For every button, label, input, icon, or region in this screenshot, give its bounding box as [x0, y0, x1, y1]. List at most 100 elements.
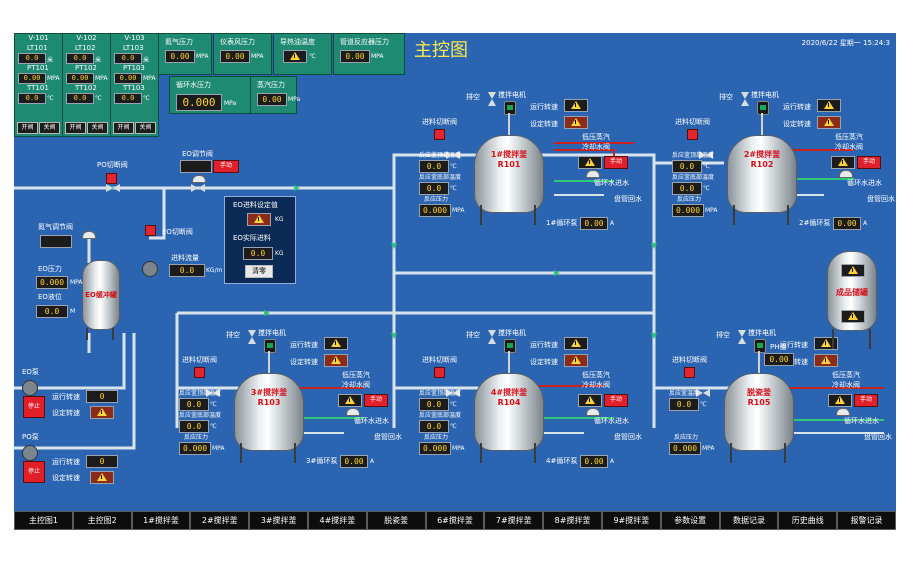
cooling-valve-label: 冷却水阀	[582, 143, 610, 151]
sensor-value: 0.00	[114, 73, 142, 84]
sensor-value: 0.0	[114, 93, 142, 104]
vent-label: 排空	[716, 331, 730, 339]
eo-reg-manual-button[interactable]: 手动	[213, 160, 239, 173]
nav-button-6[interactable]: 4#搅拌釜	[307, 511, 367, 530]
nav-button-8[interactable]: 6#搅拌釜	[425, 511, 485, 530]
cooling-valve-warning-icon-glyph	[345, 396, 355, 404]
open-valve-button[interactable]: 开阀	[113, 122, 134, 134]
agitator-motor-icon[interactable]	[504, 101, 516, 115]
nav-button-7[interactable]: 脱瓷釜	[366, 511, 426, 530]
po-cut-valve[interactable]	[106, 184, 120, 192]
feed-cut-valve[interactable]	[446, 151, 460, 159]
agitator-shaft	[758, 351, 760, 373]
eo-clear-button[interactable]: 清零	[245, 265, 273, 278]
feed-cut-valve-status[interactable]	[434, 367, 445, 378]
cooling-valve-warning-icon	[828, 394, 852, 407]
nav-button-11[interactable]: 9#搅拌釜	[601, 511, 661, 530]
nav-button-4[interactable]: 2#搅拌釜	[190, 511, 250, 530]
nav-button-15[interactable]: 报警记录	[837, 511, 896, 530]
close-valve-button[interactable]: 关阀	[135, 122, 156, 134]
open-valve-button[interactable]: 开阀	[65, 122, 86, 134]
vent-valve[interactable]	[738, 330, 746, 344]
cooling-manual-button[interactable]: 手动	[854, 394, 878, 407]
agitator-motor-icon[interactable]	[757, 101, 769, 115]
cw-in-label: 循环水进水	[847, 179, 882, 187]
product-tank-bottom-warning-icon	[841, 310, 865, 323]
temp2-value: 0.0	[419, 182, 449, 195]
pump-stop-button[interactable]: 停止	[23, 396, 45, 418]
nav-button-12[interactable]: 参数设置	[660, 511, 720, 530]
cooling-manual-button[interactable]: 手动	[364, 394, 388, 407]
cooling-manual-button[interactable]: 手动	[857, 156, 881, 169]
vent-valve[interactable]	[741, 92, 749, 106]
vent-valve[interactable]	[488, 330, 496, 344]
reactor-name: 1#搅拌釜	[490, 150, 528, 159]
nav-button-1[interactable]: 主控图1	[14, 511, 73, 530]
temp-label: 反应釜温度	[669, 390, 700, 397]
feed-cut-valve[interactable]	[696, 389, 710, 397]
run-speed-warning-icon-mark	[335, 341, 336, 345]
nav-button-13[interactable]: 数据记录	[719, 511, 779, 530]
datetime-display: 2020/6/22 星期一 15:24:3	[801, 39, 890, 47]
temp-label: 反应釜顶部温度	[672, 152, 715, 159]
nav-button-14[interactable]: 历史曲线	[778, 511, 838, 530]
feed-cut-valve[interactable]	[446, 389, 460, 397]
feed-cut-valve-status[interactable]	[434, 129, 445, 140]
set-speed-warning-icon-mark	[101, 410, 102, 414]
tank-leg	[534, 443, 536, 463]
nav-button-5[interactable]: 3#搅拌釜	[249, 511, 308, 530]
sensor-label: TT103	[123, 84, 145, 92]
close-valve-button[interactable]: 关阀	[39, 122, 60, 134]
feed-cut-valve-status[interactable]	[684, 367, 695, 378]
nav-button-3[interactable]: 1#搅拌釜	[131, 511, 191, 530]
feed-cut-valve-status[interactable]	[194, 367, 205, 378]
nav-button-9[interactable]: 7#搅拌釜	[484, 511, 544, 530]
product-storage-tank[interactable]: 成品储罐	[827, 251, 877, 331]
eo-reg-valve[interactable]	[191, 184, 205, 192]
temp-label: 反应釜顶部温度	[419, 390, 462, 397]
pump-stop-button[interactable]: 停止	[23, 461, 45, 483]
n2-reg-valve-label: 氮气调节阀	[38, 223, 73, 231]
po-cut-valve-status[interactable]	[106, 173, 117, 184]
temp-unit: ℃	[703, 163, 710, 170]
feed-cut-valve[interactable]	[206, 389, 220, 397]
temp2-value: 0.0	[419, 420, 449, 433]
close-valve-button[interactable]: 关阀	[87, 122, 108, 134]
set-speed-warning-icon-mark	[575, 358, 576, 362]
sensor-value: 0.0	[18, 93, 46, 104]
run-speed-warning-icon-glyph	[821, 339, 831, 347]
agitator-motor-icon[interactable]	[754, 339, 766, 353]
feed-cut-valve-status[interactable]	[687, 129, 698, 140]
sensor-value: 0.0	[18, 53, 46, 64]
product-tank-top-warning-icon	[841, 264, 865, 277]
cooling-valve-warning-icon	[831, 156, 855, 169]
agitator-motor-icon[interactable]	[504, 339, 516, 353]
temp-unit: ℃	[210, 401, 217, 408]
vent-valve[interactable]	[488, 92, 496, 106]
cooling-manual-button[interactable]: 手动	[604, 156, 628, 169]
sensor-value: 0.00	[18, 73, 46, 84]
temp-unit: ℃	[450, 163, 457, 170]
cw-in-label: 循环水进水	[594, 417, 629, 425]
vent-valve[interactable]	[248, 330, 256, 344]
nav-button-2[interactable]: 主控图2	[72, 511, 132, 530]
circulation-pump-unit: A	[863, 220, 868, 227]
agitator-motor-icon[interactable]	[264, 339, 276, 353]
utility-value: 0.00	[220, 50, 250, 63]
eo-feed-dialog: EO进料设定值 KG EO实际进料 0.0 KG 清零	[224, 196, 296, 284]
pressure-unit: MPA	[702, 445, 715, 452]
eo-cut-valve-status[interactable]	[145, 225, 156, 236]
cooling-manual-button[interactable]: 手动	[604, 394, 628, 407]
run-speed-warning-icon-glyph	[571, 339, 581, 347]
temp2-unit: ℃	[703, 185, 710, 192]
eo-buffer-tank[interactable]: EO缓冲罐	[82, 260, 120, 330]
feed-cut-valve[interactable]	[699, 151, 713, 159]
nav-button-10[interactable]: 8#搅拌釜	[543, 511, 602, 530]
open-valve-button[interactable]: 开阀	[17, 122, 38, 134]
